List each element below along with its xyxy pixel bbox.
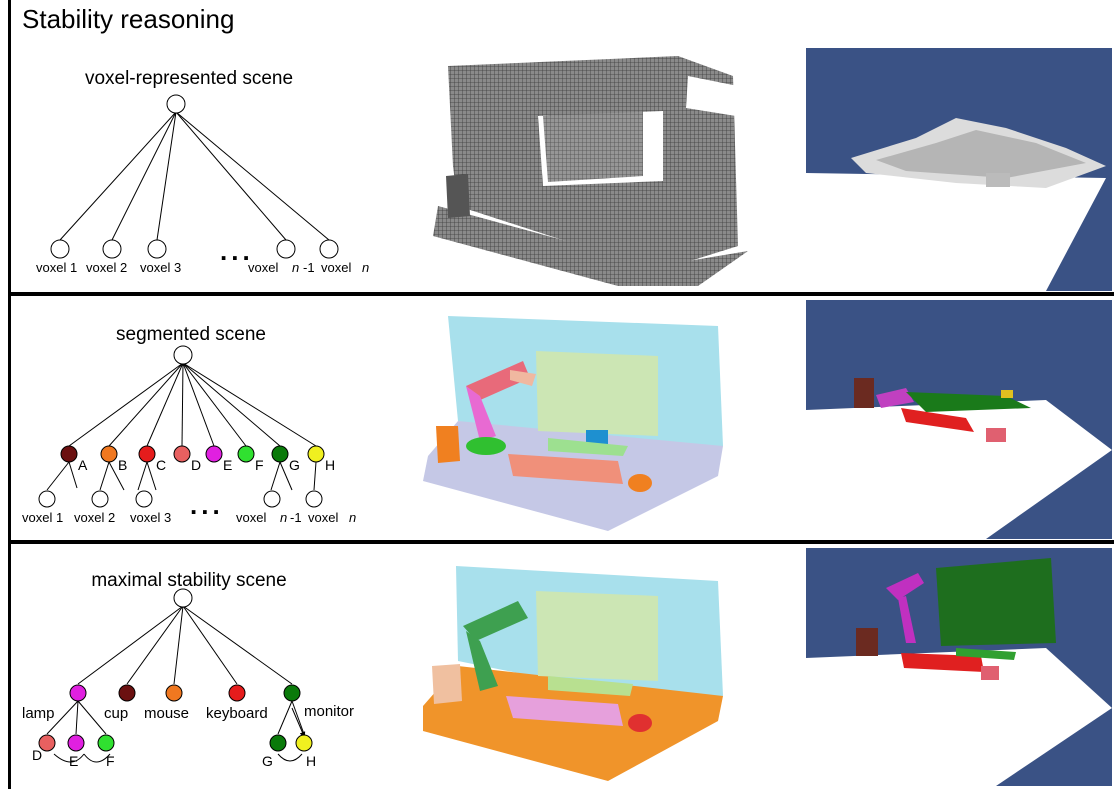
leaf-label: -1 bbox=[290, 510, 302, 525]
physics-sim-render-1 bbox=[806, 48, 1112, 291]
segment-node-H bbox=[307, 445, 325, 463]
part-label: H bbox=[306, 753, 316, 769]
leaf-label: voxel 3 bbox=[130, 510, 171, 525]
leaf-label: voxel bbox=[248, 260, 278, 275]
segment-label: G bbox=[289, 457, 300, 473]
part-node-E bbox=[67, 734, 85, 752]
segmented-tree-diagram: segmented scene A B C D E F G H ... voxel 1 vox… bbox=[14, 300, 396, 538]
segment-node-G bbox=[271, 445, 289, 463]
leaf-label: n bbox=[292, 260, 299, 275]
object-label: cup bbox=[104, 705, 128, 722]
physics-sim-render-3 bbox=[806, 548, 1112, 786]
row-divider-2 bbox=[11, 540, 1114, 544]
segment-label: C bbox=[156, 457, 166, 473]
object-node-mouse bbox=[165, 684, 183, 702]
leaf-label: voxel bbox=[308, 510, 338, 525]
leaf-label: voxel 1 bbox=[36, 260, 77, 275]
physics-sim-render-2 bbox=[806, 300, 1112, 539]
leaf-label: voxel 2 bbox=[74, 510, 115, 525]
leaf-node bbox=[102, 239, 122, 259]
leaf-node bbox=[305, 490, 323, 508]
left-border-line bbox=[8, 0, 11, 789]
leaf-label: voxel bbox=[236, 510, 266, 525]
leaf-node bbox=[50, 239, 70, 259]
segment-node-B bbox=[100, 445, 118, 463]
row-divider-1 bbox=[11, 292, 1114, 296]
segment-label: A bbox=[78, 457, 88, 473]
figure-title: Stability reasoning bbox=[22, 4, 235, 34]
segment-label: H bbox=[325, 457, 335, 473]
segment-node-A bbox=[60, 445, 78, 463]
segment-label: E bbox=[223, 457, 232, 473]
leaf-node bbox=[276, 239, 296, 259]
root-node bbox=[166, 94, 186, 114]
leaf-label: voxel 1 bbox=[22, 510, 63, 525]
leaf-label: voxel 3 bbox=[140, 260, 181, 275]
object-node-monitor bbox=[283, 684, 301, 702]
segment-label: B bbox=[118, 457, 127, 473]
object-label: mouse bbox=[144, 705, 189, 722]
leaf-label: n bbox=[280, 510, 287, 525]
leaf-label: voxel 2 bbox=[86, 260, 127, 275]
leaf-label: n bbox=[349, 510, 356, 525]
leaf-label: -1 bbox=[303, 260, 315, 275]
stability-scene-render bbox=[418, 556, 728, 784]
root-node bbox=[173, 345, 193, 365]
leaf-node bbox=[319, 239, 339, 259]
ellipsis: ... bbox=[190, 490, 224, 520]
leaf-label: voxel bbox=[321, 260, 351, 275]
tree-root-label: voxel-represented scene bbox=[85, 68, 293, 89]
segment-node-F bbox=[237, 445, 255, 463]
segment-label: D bbox=[191, 457, 201, 473]
leaf-node bbox=[263, 490, 281, 508]
leaf-node bbox=[135, 490, 153, 508]
object-node-lamp bbox=[69, 684, 87, 702]
part-label: G bbox=[262, 753, 273, 769]
segment-node-E bbox=[205, 445, 223, 463]
part-label: D bbox=[32, 747, 42, 763]
root-node bbox=[173, 588, 193, 608]
tree-root-label: maximal stability scene bbox=[91, 570, 286, 591]
part-node-D bbox=[38, 734, 56, 752]
object-node-cup bbox=[118, 684, 136, 702]
stability-tree-diagram: maximal stability scene lamp cup m bbox=[14, 548, 396, 788]
part-node-G bbox=[269, 734, 287, 752]
voxel-scene-render bbox=[418, 46, 748, 290]
object-label: lamp bbox=[22, 705, 55, 722]
leaf-node bbox=[147, 239, 167, 259]
leaf-node bbox=[38, 490, 56, 508]
segment-label: F bbox=[255, 457, 264, 473]
ellipsis: ... bbox=[220, 236, 254, 266]
segment-node-C bbox=[138, 445, 156, 463]
part-node-H bbox=[295, 734, 313, 752]
part-label: E bbox=[69, 753, 78, 769]
object-node-keyboard bbox=[228, 684, 246, 702]
voxel-tree-diagram: voxel-represented scene ... voxel 1 voxe… bbox=[14, 40, 396, 290]
tree-root-label: segmented scene bbox=[116, 324, 266, 345]
leaf-node bbox=[91, 490, 109, 508]
object-label: monitor bbox=[304, 703, 354, 720]
segment-node-D bbox=[173, 445, 191, 463]
part-node-F bbox=[97, 734, 115, 752]
part-label: F bbox=[106, 753, 115, 769]
object-label: keyboard bbox=[206, 705, 268, 722]
segmented-scene-render bbox=[418, 306, 728, 534]
leaf-label: n bbox=[362, 260, 369, 275]
